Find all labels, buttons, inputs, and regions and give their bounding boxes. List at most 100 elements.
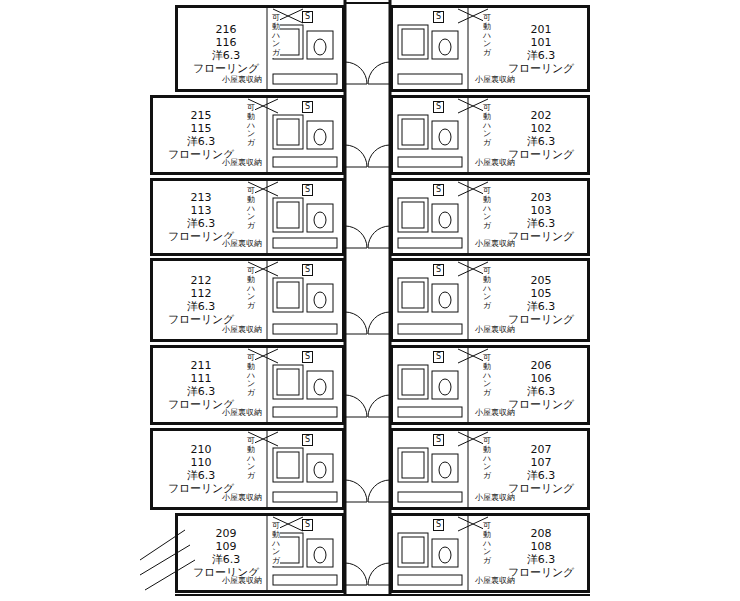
room-spec: 洋6.3 [526, 385, 557, 398]
door-swing [368, 145, 390, 167]
door-swing [368, 480, 390, 502]
movable-hanger-label: 可動ハンガ [247, 437, 255, 481]
shoe-box-symbol: S [433, 184, 444, 196]
bath-tub [402, 537, 424, 563]
room-number: 202 [530, 109, 553, 122]
room-number: 216 [215, 23, 238, 36]
room-number: 206 [530, 359, 553, 372]
room-number: 213 [190, 191, 213, 204]
door-swing [345, 226, 367, 248]
loft-storage-label: 小屋裏収納 [475, 158, 515, 167]
toilet-room [432, 204, 458, 232]
room-number: 106 [530, 372, 553, 385]
bath-unit [398, 278, 428, 312]
apartment-unit: 215115洋6.3フローリング小屋裏収納可動ハンガS [150, 95, 345, 175]
bath-tub [277, 452, 299, 478]
room-number: 115 [190, 122, 213, 135]
bath-tub [277, 369, 299, 395]
kitchen-counter [398, 407, 462, 417]
room-number: 210 [190, 443, 213, 456]
loft-storage-label: 小屋裏収納 [222, 493, 262, 502]
partition-wall [468, 428, 469, 510]
bath-tub [402, 452, 424, 478]
shoe-box-symbol: S [433, 434, 444, 446]
room-spec: 洋6.3 [211, 553, 242, 566]
partition-wall [267, 513, 268, 593]
kitchen-counter [273, 324, 337, 334]
bath-unit [273, 365, 303, 399]
partition-wall [468, 513, 469, 593]
room-spec: 洋6.3 [526, 49, 557, 62]
room-text: 206106洋6.3フローリング [507, 359, 575, 411]
movable-hanger-label: 可動ハンガ [247, 354, 255, 398]
movable-hanger-label: 可動ハンガ [483, 104, 491, 148]
shoe-box-symbol: S [302, 351, 313, 363]
movable-hanger-label: 可動ハンガ [272, 522, 280, 566]
toilet-room [307, 284, 333, 312]
apartment-unit: 210110洋6.3フローリング小屋裏収納可動ハンガS [150, 428, 345, 510]
partition-wall [267, 428, 268, 510]
room-number: 201 [530, 23, 553, 36]
apartment-unit: 208108洋6.3フローリング小屋裏収納可動ハンガS [390, 513, 590, 593]
toilet-bowl [439, 39, 451, 55]
kitchen-counter [273, 74, 337, 84]
room-text: 212112洋6.3フローリング [167, 274, 235, 326]
door-swing [345, 145, 367, 167]
toilet-bowl [439, 462, 451, 478]
shoe-box-symbol: S [302, 184, 313, 196]
bath-unit [273, 115, 303, 149]
partition-wall [267, 178, 268, 256]
movable-hanger-label: 可動ハンガ [247, 104, 255, 148]
loft-storage-label: 小屋裏収納 [475, 493, 515, 502]
toilet-room [307, 539, 333, 567]
room-number: 208 [530, 527, 553, 540]
movable-hanger-label: 可動ハンガ [483, 437, 491, 481]
toilet-bowl [314, 462, 326, 478]
room-number: 215 [190, 109, 213, 122]
room-number: 102 [530, 122, 553, 135]
partition-wall [267, 345, 268, 425]
kitchen-counter [273, 238, 337, 248]
kitchen-counter [273, 492, 337, 502]
kitchen-counter [398, 492, 462, 502]
apartment-unit: 213113洋6.3フローリング小屋裏収納可動ハンガS [150, 178, 345, 256]
kitchen-counter [398, 575, 462, 585]
toilet-bowl [439, 212, 451, 228]
toilet-bowl [439, 547, 451, 563]
kitchen-counter [398, 238, 462, 248]
movable-hanger-label: 可動ハンガ [483, 187, 491, 231]
room-text: 210110洋6.3フローリング [167, 443, 235, 495]
shoe-box-symbol: S [433, 11, 444, 23]
bath-tub [402, 119, 424, 145]
toilet-room [307, 204, 333, 232]
bath-unit [398, 115, 428, 149]
room-number: 113 [190, 204, 213, 217]
bath-tub [402, 282, 424, 308]
shoe-box-symbol: S [302, 101, 313, 113]
loft-storage-label: 小屋裏収納 [222, 325, 262, 334]
bath-tub [402, 202, 424, 228]
room-spec: フローリング [192, 62, 260, 75]
apartment-unit: 203103洋6.3フローリング小屋裏収納可動ハンガS [390, 178, 590, 256]
shoe-box-symbol: S [433, 264, 444, 276]
room-number: 103 [530, 204, 553, 217]
room-text: 205105洋6.3フローリング [507, 274, 575, 326]
room-spec: 洋6.3 [186, 217, 217, 230]
apartment-unit: 201101洋6.3フローリング小屋裏収納可動ハンガS [390, 5, 590, 92]
room-number: 209 [215, 527, 238, 540]
kitchen-counter [273, 157, 337, 167]
shoe-box-symbol: S [302, 519, 313, 531]
bath-unit [273, 448, 303, 482]
movable-hanger-label: 可動ハンガ [483, 522, 491, 566]
room-spec: フローリング [507, 62, 575, 75]
room-text: 202102洋6.3フローリング [507, 109, 575, 161]
shoe-box-symbol: S [433, 101, 444, 113]
room-spec: 洋6.3 [211, 49, 242, 62]
toilet-room [432, 31, 458, 59]
room-text: 213113洋6.3フローリング [167, 191, 235, 243]
partition-wall [468, 345, 469, 425]
apartment-unit: 206106洋6.3フローリング小屋裏収納可動ハンガS [390, 345, 590, 425]
door-swing [368, 395, 390, 417]
toilet-bowl [314, 379, 326, 395]
room-number: 112 [190, 287, 213, 300]
